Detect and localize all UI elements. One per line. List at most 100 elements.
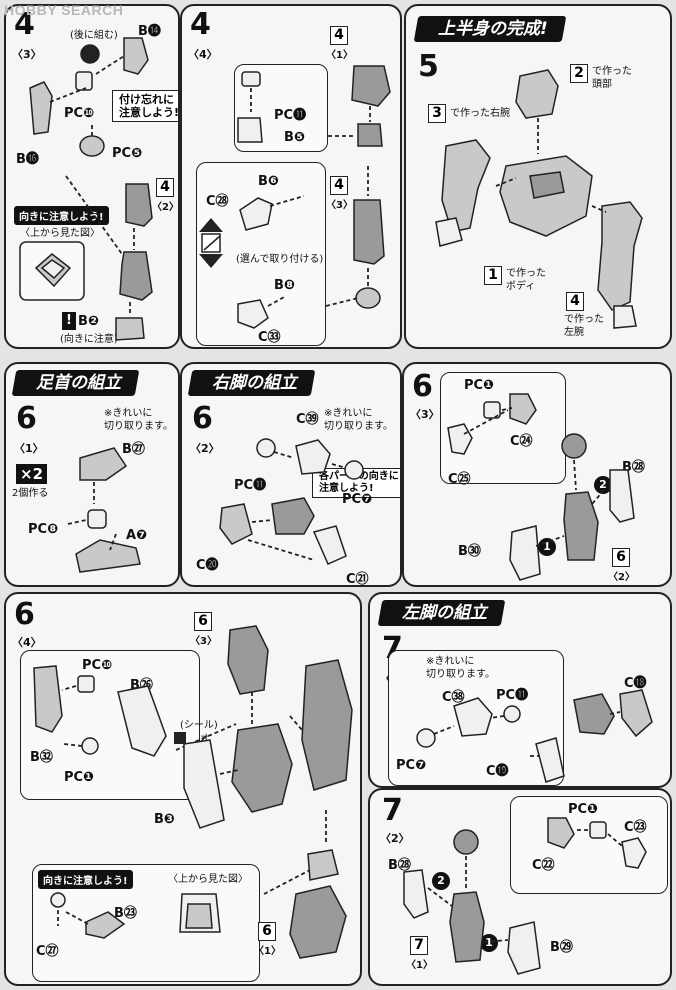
ref-top-step-box: 6 xyxy=(194,612,212,631)
body-label: で作った ボディ xyxy=(506,268,546,292)
label-pc10: PC❿ xyxy=(82,658,113,673)
step-number: 5 xyxy=(418,49,439,84)
step-sub: 〈3〉 xyxy=(12,48,42,61)
parts-illustration xyxy=(199,65,391,329)
ref1-step-sub: 〈1〉 xyxy=(326,50,353,61)
panel-step-6-3: 6 〈3〉 PC❶ C㉔ C㉕ B㉘ 2 1 B㉚ 6 〈2〉 xyxy=(402,362,672,587)
upper-body-illustration xyxy=(435,69,643,329)
panel-step-6-4: 6 〈4〉 PC❿ B㉖ B㉜ PC❶ 6 〈3〉 (シール) オ B❸ 向きに… xyxy=(4,592,362,986)
select-note: (選んで取り付ける) xyxy=(236,254,324,265)
order-badge-2: 2 xyxy=(432,872,450,890)
step-number: 4 xyxy=(190,7,211,42)
label-pc7: PC❼ xyxy=(342,492,373,507)
order-badge-1: 1 xyxy=(480,934,498,952)
head-ref-box: 2 xyxy=(570,64,588,83)
label-c27: C㉗ xyxy=(36,944,59,959)
label-c18: C⓲ xyxy=(624,676,647,691)
label-b14: B⓮ xyxy=(138,24,161,39)
ref-step-sub: 〈2〉 xyxy=(608,572,635,583)
callout-dont-forget: 付け忘れに 注意しよう! xyxy=(112,90,178,123)
label-b29: B㉙ xyxy=(550,940,573,955)
panel-step-6-2: 右脚の組立 6 〈2〉 C㊴ ※きれいに 切り取ります。 PC⓫ 各パーツの向き… xyxy=(180,362,402,587)
ref-bot-step-box: 6 xyxy=(258,922,276,941)
step-number: 6 xyxy=(192,401,213,436)
step-number: 6 xyxy=(14,597,35,632)
leg-assembly-illustration xyxy=(33,625,353,959)
rarm-ref-box: 3 xyxy=(428,104,446,123)
panel-step-5: 上半身の完成! 5 2 で作った 頭部 3 で作った右腕 1 で作った ボディ … xyxy=(404,4,672,349)
warning-direction: 向きに注意しよう! xyxy=(14,206,109,225)
ref-step-box: 4 xyxy=(156,178,174,197)
step-sub: 〈3〉 xyxy=(410,408,440,421)
larm-label: で作った 左腕 xyxy=(564,314,604,338)
ankle-illustration xyxy=(67,447,141,573)
leg-assembly-illustration xyxy=(447,393,635,581)
label-pc8: PC❽ xyxy=(28,522,59,537)
cut-note: ※きれいに 切り取ります。 xyxy=(104,408,173,432)
label-b28: B㉘ xyxy=(388,858,411,873)
label-c25: C㉕ xyxy=(448,472,471,487)
label-b5: B❺ xyxy=(284,130,305,145)
label-pc11: PC⓫ xyxy=(234,478,267,493)
label-c33: C㉝ xyxy=(258,330,281,345)
step-sub: 〈2〉 xyxy=(380,832,410,845)
label-c39: C㊴ xyxy=(296,412,319,427)
label-b3: B❸ xyxy=(154,812,175,827)
label-c20: C⓴ xyxy=(196,558,219,573)
top-view-label: 〈上から見た図〉 xyxy=(20,228,100,239)
body-ref-box: 1 xyxy=(484,266,502,285)
label-c38: C㊳ xyxy=(442,690,465,705)
warning-direction: 向きに注意しよう! xyxy=(38,870,133,889)
ref-bot-step-sub: 〈1〉 xyxy=(254,946,281,957)
panel-step-7-2: 7 〈2〉 PC❶ C㉓ C㉒ B㉘ 2 1 B㉙ 7 〈1〉 xyxy=(368,788,672,986)
label-b8: B❽ xyxy=(274,278,295,293)
step-sub: 〈4〉 xyxy=(188,48,218,61)
step-number: 7 xyxy=(382,793,403,828)
exclamation-icon: ! xyxy=(62,312,76,330)
label-pc1: PC❶ xyxy=(568,802,599,817)
label-b16: B⓰ xyxy=(16,152,39,167)
ref-step-sub: 〈1〉 xyxy=(406,960,433,971)
seal-o: オ xyxy=(200,734,210,745)
ref-step-box: 7 xyxy=(410,936,428,955)
right-leg-parts-illustration xyxy=(219,438,364,565)
make-two-note: 2個作る xyxy=(12,488,49,499)
label-pc5: PC❺ xyxy=(112,146,143,161)
step-number: 6 xyxy=(412,369,433,404)
direction-note: (向きに注意) xyxy=(60,334,118,345)
seal-icon xyxy=(174,732,186,744)
ref2-step-box: 4 xyxy=(330,176,348,195)
note-after: (後に組む) xyxy=(70,30,118,41)
label-pc10: PC❿ xyxy=(64,106,95,121)
label-b2: B❷ xyxy=(78,314,99,329)
parts-illustration xyxy=(19,37,153,341)
label-c28: C㉘ xyxy=(206,194,229,209)
label-pc11: PC⓫ xyxy=(274,108,307,123)
step-number: 6 xyxy=(16,401,37,436)
left-leg-parts-illustration xyxy=(416,689,653,783)
ref-step-box: 6 xyxy=(612,548,630,567)
label-b27: B㉗ xyxy=(122,442,145,457)
label-a7: A❼ xyxy=(126,528,148,543)
label-c24: C㉔ xyxy=(510,434,533,449)
rarm-label: で作った右腕 xyxy=(450,108,510,119)
label-b32: B㉜ xyxy=(30,750,53,765)
order-badge-2: 2 xyxy=(594,476,612,494)
label-b30: B㉚ xyxy=(458,544,481,559)
cut-note: ※きれいに 切り取ります。 xyxy=(324,408,393,432)
head-label: で作った 頭部 xyxy=(592,66,632,90)
panel-step-4-3: 4 〈3〉 (後に組む) B⓮ PC❿ 付け忘れに 注意しよう! B⓰ PC❺ … xyxy=(4,4,180,349)
top-view-label: 〈上から見た図〉 xyxy=(168,874,248,885)
times-two-badge: ×2 xyxy=(16,464,48,484)
step-sub: 〈4〉 xyxy=(12,636,42,649)
panel-step-7-1: 左脚の組立 7 〈1〉 ※きれいに 切り取ります。 C㊳ PC⓫ C⓲ PC❼ … xyxy=(368,592,672,788)
label-pc1: PC❶ xyxy=(64,770,95,785)
cut-note: ※きれいに 切り取ります。 xyxy=(426,656,495,680)
label-pc7: PC❼ xyxy=(396,758,427,773)
ref-step-sub: 〈2〉 xyxy=(152,202,179,213)
label-c23: C㉓ xyxy=(624,820,647,835)
ref-top-step-sub: 〈3〉 xyxy=(190,636,217,647)
label-b6: B❻ xyxy=(258,174,279,189)
ref1-step-box: 4 xyxy=(330,26,348,45)
